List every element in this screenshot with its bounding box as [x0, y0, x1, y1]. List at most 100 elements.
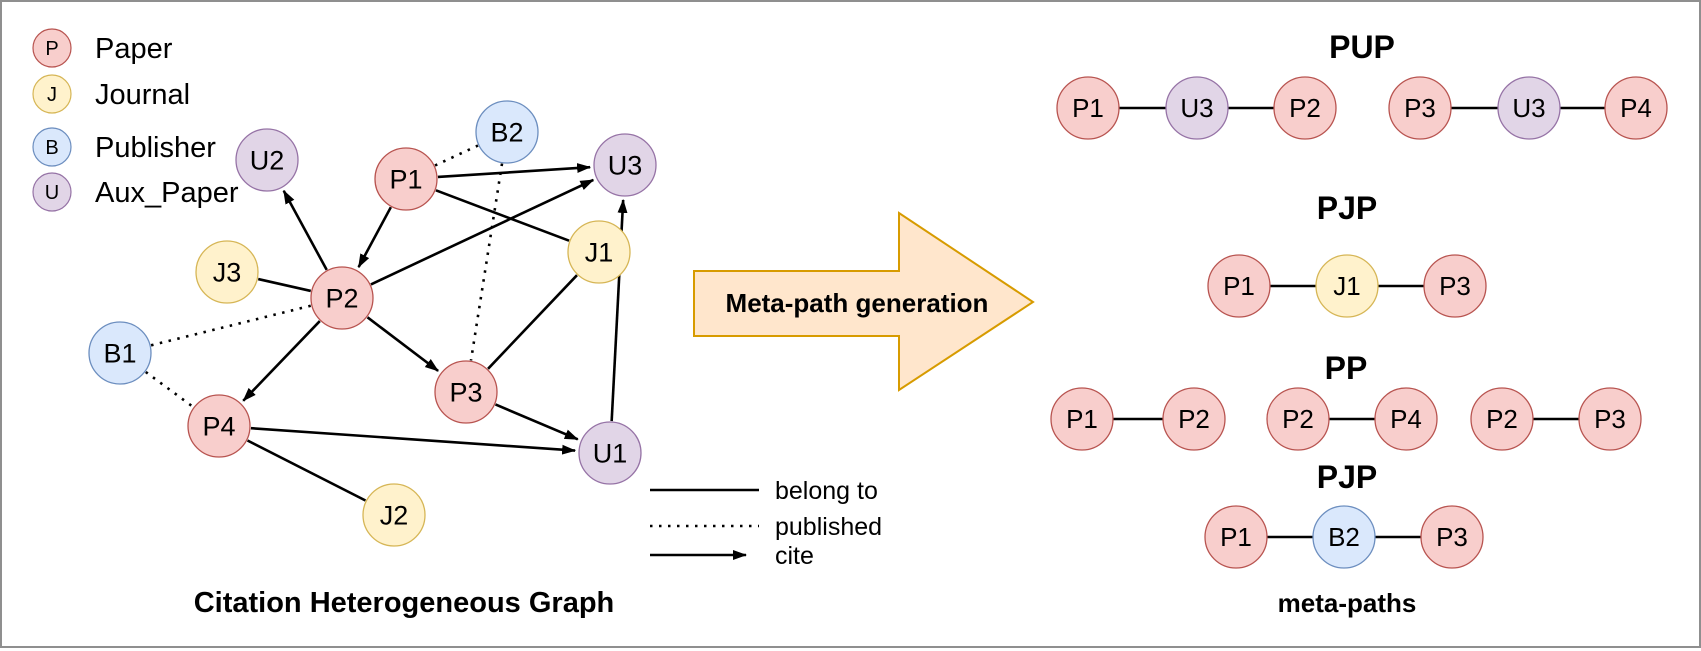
legend-symbol-letter: B	[45, 137, 58, 159]
edge-cite-P1-U3	[437, 163, 592, 179]
edge-belong_to-P4-J2	[246, 439, 367, 502]
graph-node-U1-label: U1	[593, 438, 628, 468]
legend-symbol-B	[32, 127, 72, 167]
edge-legend-label: cite	[775, 542, 814, 570]
edge-published-B2-P3	[469, 163, 504, 361]
legend-symbol-letter: U	[45, 182, 59, 204]
metapath-node-J1	[1315, 254, 1379, 318]
metapath-node-P1	[1056, 76, 1120, 140]
graph-node-J1	[567, 220, 631, 284]
edge-cite-P2-U2	[282, 189, 328, 271]
edge-cite-P2-U3	[370, 178, 595, 286]
metapath-node-P3-label: P3	[1404, 93, 1436, 123]
graph-node-J2	[362, 483, 426, 547]
metapath-title-3: PJP	[1317, 459, 1377, 495]
metapath-node-U3-label: U3	[1512, 93, 1545, 123]
metapath-title-2: PP	[1325, 350, 1368, 386]
legend-symbol-U	[32, 172, 72, 212]
metapath-node-P3	[1578, 387, 1642, 451]
legend-label-Aux_Paper: Aux_Paper	[95, 177, 239, 209]
meta-paths-caption: meta-paths	[1278, 588, 1417, 618]
meta-path-generation-label: Meta-path generation	[726, 288, 989, 318]
edge-belong_to-J3-P2	[257, 277, 312, 293]
graph-node-B1-label: B1	[103, 338, 136, 368]
graph-node-J3	[195, 240, 259, 304]
graph-node-U1	[578, 421, 642, 485]
graph-caption: Citation Heterogeneous Graph	[194, 587, 615, 619]
metapath-node-P2-label: P2	[1289, 93, 1321, 123]
legend-label-Journal: Journal	[95, 79, 190, 111]
legend-symbol-P	[32, 28, 72, 68]
edge-cite-P1-P2	[357, 206, 392, 269]
graph-node-P3-label: P3	[449, 377, 482, 407]
meta-path-generation-arrow	[693, 211, 1035, 392]
graph-node-P1-label: P1	[389, 164, 422, 194]
metapath-node-P3-label: P3	[1594, 404, 1626, 434]
graph-edges	[144, 144, 628, 502]
metapath-node-U3	[1165, 76, 1229, 140]
graph-node-P1	[374, 147, 438, 211]
metapath-node-P4	[1604, 76, 1668, 140]
graph-node-B2	[475, 100, 539, 164]
graph-node-J2-label: J2	[380, 500, 409, 530]
edge-cite-P4-U1	[250, 426, 577, 455]
legend-symbol-letter: J	[47, 84, 57, 106]
edge-published-B1-P2	[150, 304, 312, 347]
metapath-node-P2	[1273, 76, 1337, 140]
graph-node-J1-label: J1	[585, 237, 614, 267]
graph-node-P2	[310, 266, 374, 330]
graph-node-U3-label: U3	[608, 150, 643, 180]
metapath-node-P1	[1050, 387, 1114, 451]
metapath-node-P2-label: P2	[1282, 404, 1314, 434]
metapath-node-P1-label: P1	[1223, 271, 1255, 301]
edge-belong_to-J1-P3	[487, 274, 578, 370]
graph-node-U2	[235, 128, 299, 192]
graph-node-P2-label: P2	[325, 283, 358, 313]
metapath-node-P1	[1204, 505, 1268, 569]
edge-published-B1-P4	[144, 370, 195, 409]
edge-cite-P3-U1	[494, 403, 579, 441]
graph-node-B2-label: B2	[490, 117, 523, 147]
metapath-title-1: PJP	[1317, 190, 1377, 226]
metapath-node-P4-label: P4	[1390, 404, 1422, 434]
graph-node-J3-label: J3	[213, 257, 242, 287]
metapath-node-P3-label: P3	[1439, 271, 1471, 301]
metapath-node-B2-label: B2	[1328, 522, 1360, 552]
graph-node-P3	[434, 360, 498, 424]
metapath-title-0: PUP	[1329, 29, 1395, 65]
graph-node-P4-label: P4	[202, 411, 235, 441]
metapath-node-P2	[1266, 387, 1330, 451]
metapath-node-J1-label: J1	[1333, 271, 1360, 301]
legend-label-Publisher: Publisher	[95, 132, 216, 164]
graph-node-B1	[88, 321, 152, 385]
legend-symbol-J	[32, 74, 72, 114]
metapath-node-P2	[1162, 387, 1226, 451]
metapath-node-P2-label: P2	[1178, 404, 1210, 434]
metapath-node-P3	[1388, 76, 1452, 140]
edge-legend-label: belong to	[775, 477, 878, 505]
metapath-node-P2-label: P2	[1486, 404, 1518, 434]
metapath-node-P3-label: P3	[1436, 522, 1468, 552]
metapath-node-P3	[1420, 505, 1484, 569]
metapath-node-P1-label: P1	[1072, 93, 1104, 123]
graph-node-U2-label: U2	[250, 145, 285, 175]
metapath-node-U3-label: U3	[1180, 93, 1213, 123]
metapath-node-U3	[1497, 76, 1561, 140]
legend-symbol-letter: P	[45, 38, 58, 60]
metapath-node-P4-label: P4	[1620, 93, 1652, 123]
metapath-node-B2	[1312, 505, 1376, 569]
metapath-node-P4	[1374, 387, 1438, 451]
graph-node-P4	[187, 394, 251, 458]
edge-belong_to-P1-J1	[435, 189, 570, 242]
metapath-node-P1	[1207, 254, 1271, 318]
edge-cite-P2-P3	[366, 316, 439, 372]
metapath-node-P3	[1423, 254, 1487, 318]
metapath-node-P2	[1470, 387, 1534, 451]
metapath-node-P1-label: P1	[1066, 404, 1098, 434]
